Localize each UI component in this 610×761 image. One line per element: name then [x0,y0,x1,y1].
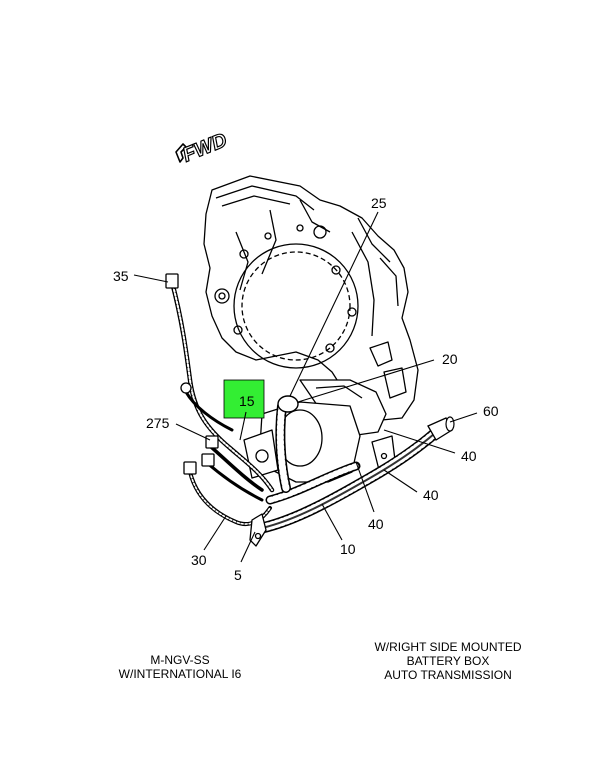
caption-left-line2: W/INTERNATIONAL I6 [118,667,242,681]
callout-40-lower: 40 [368,516,384,532]
caption-right: W/RIGHT SIDE MOUNTED BATTERY BOX AUTO TR… [348,640,548,682]
callout-35: 35 [113,268,129,284]
engine-housing [203,175,419,437]
highlight-box[interactable] [223,379,265,419]
leader-lines [133,211,478,563]
cable-terminals [165,273,267,547]
fwd-indicator: FWD [175,129,231,167]
callout-numbers: 25 35 20 15 60 275 40 40 40 10 30 5 [113,195,499,583]
callout-15: 15 [239,393,255,409]
callout-25: 25 [371,195,387,211]
terminal-275b [201,453,215,467]
terminal-30 [183,461,197,475]
terminal-35 [165,273,179,289]
fwd-label: FWD [180,129,230,166]
callout-5: 5 [234,567,242,583]
caption-left: M-NGV-SS W/INTERNATIONAL I6 [100,653,260,681]
callout-275: 275 [146,415,170,431]
callout-20: 20 [442,351,458,367]
callout-40-upper: 40 [461,448,477,464]
caption-left-line1: M-NGV-SS [150,653,210,667]
callout-10: 10 [340,541,356,557]
terminal-5 [249,513,267,547]
fwd-arrow-icon [175,143,187,163]
terminal-275 [205,435,219,449]
caption-right-line3: AUTO TRANSMISSION [384,668,512,682]
caption-right-line1: W/RIGHT SIDE MOUNTED [374,640,522,654]
ring-terminal [180,382,192,394]
callout-30: 30 [191,552,207,568]
callout-40-right: 40 [423,487,439,503]
callout-60: 60 [483,403,499,419]
caption-right-line2: BATTERY BOX [406,654,490,668]
wiring-harness-cables [169,279,455,534]
